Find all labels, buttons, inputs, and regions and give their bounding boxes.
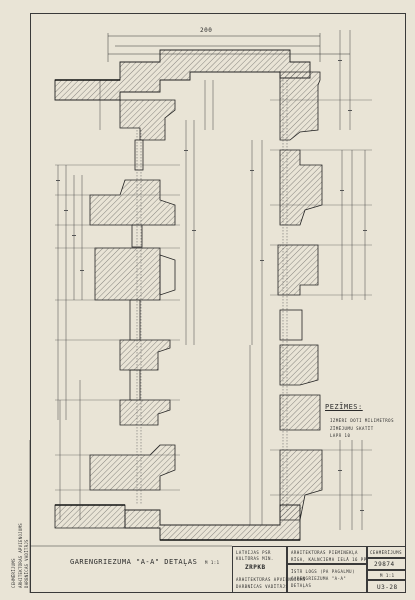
stamp-stage: CEHMĒRĪJUMS — [11, 558, 16, 588]
project-line-2: RĪGA, KALNCIEMA IELĀ 16 PP — [291, 557, 367, 562]
right-frame-profiles — [277, 71, 323, 521]
section-scale: M 1:1 — [205, 560, 220, 565]
project-cell: ARHITEKTŪRAS PIEMINEKĻA RĪGA, KALNCIEMA … — [287, 546, 367, 564]
dimension-marks — [56, 60, 367, 511]
project-line-1: ARHITEKTŪRAS PIEMINEKĻA — [291, 550, 358, 555]
scale-cell: M 1:1 — [367, 570, 406, 580]
institution-line-3: ZRPKB — [245, 564, 266, 571]
left-stamp: CEHMĒRĪJUMS ARHITEKTŪRAS APVIENOJUMS DAR… — [8, 440, 30, 590]
sheet-code: 29874 — [374, 561, 395, 568]
stamp-department-2: DARBNĪCAS VADĪTĀJS — [24, 539, 29, 588]
stage-cell: CEHMĒRĪJUMS — [367, 546, 406, 558]
drawing-name-line-3: DETAĻAS — [291, 583, 312, 588]
left-frame-profiles — [54, 99, 176, 529]
sheet-number: U3-28 — [377, 584, 398, 591]
notes-line-1: IZMĒRI DOTI MILIMETROS — [330, 418, 394, 423]
top-dimension-label: 200 — [200, 27, 213, 34]
notes-line-3: LAPĀ 10 — [330, 433, 351, 438]
institution-line-2: KULTŪRAS MIN. — [236, 556, 274, 561]
drawing-name-cell: ĪSTĀ LOGS (PA PAGALMU) GARENGRIEZUMA "A-… — [287, 564, 367, 593]
glazing-strips — [136, 80, 288, 510]
notes-heading: PEZĪMES: — [325, 403, 363, 411]
institution-dept-2: DARBNĪCAS VADĪTĀJS — [236, 584, 289, 589]
sheet-number-cell: U3-28 — [367, 580, 406, 593]
title-block: LATVIJAS PSR KULTŪRAS MIN. ZRPKB ARHITEK… — [232, 546, 406, 593]
stage-label: CEHMĒRĪJUMS — [370, 550, 402, 555]
extension-lines — [55, 99, 372, 496]
drawing-frame — [30, 13, 406, 593]
sheet-code-cell: 29874 — [367, 558, 406, 570]
dimension-chains — [57, 30, 366, 530]
scale-label: M 1:1 — [380, 573, 395, 578]
institution-cell: LATVIJAS PSR KULTŪRAS MIN. ZRPKB ARHITEK… — [232, 546, 305, 593]
sheet-borders — [29, 440, 232, 593]
institution-dept-1: ARHITEKTŪRAS APVIENOJUMS — [236, 577, 306, 582]
stamp-department-1: ARHITEKTŪRAS APVIENOJUMS — [18, 523, 23, 588]
drawing-name-line-2: GARENGRIEZUMA "A-A" — [291, 576, 347, 581]
institution-line-1: LATVIJAS PSR — [236, 550, 271, 555]
section-title: GARENGRIEZUMA "A-A" DETAĻAS — [70, 558, 198, 566]
drawing-name-line-1: ĪSTĀ LOGS (PA PAGALMU) — [291, 569, 355, 574]
notes-line-2: ZĪMĒJUMU SKATĪT — [330, 426, 374, 431]
top-lintel-section — [54, 49, 311, 101]
bottom-sill-section — [124, 504, 301, 541]
